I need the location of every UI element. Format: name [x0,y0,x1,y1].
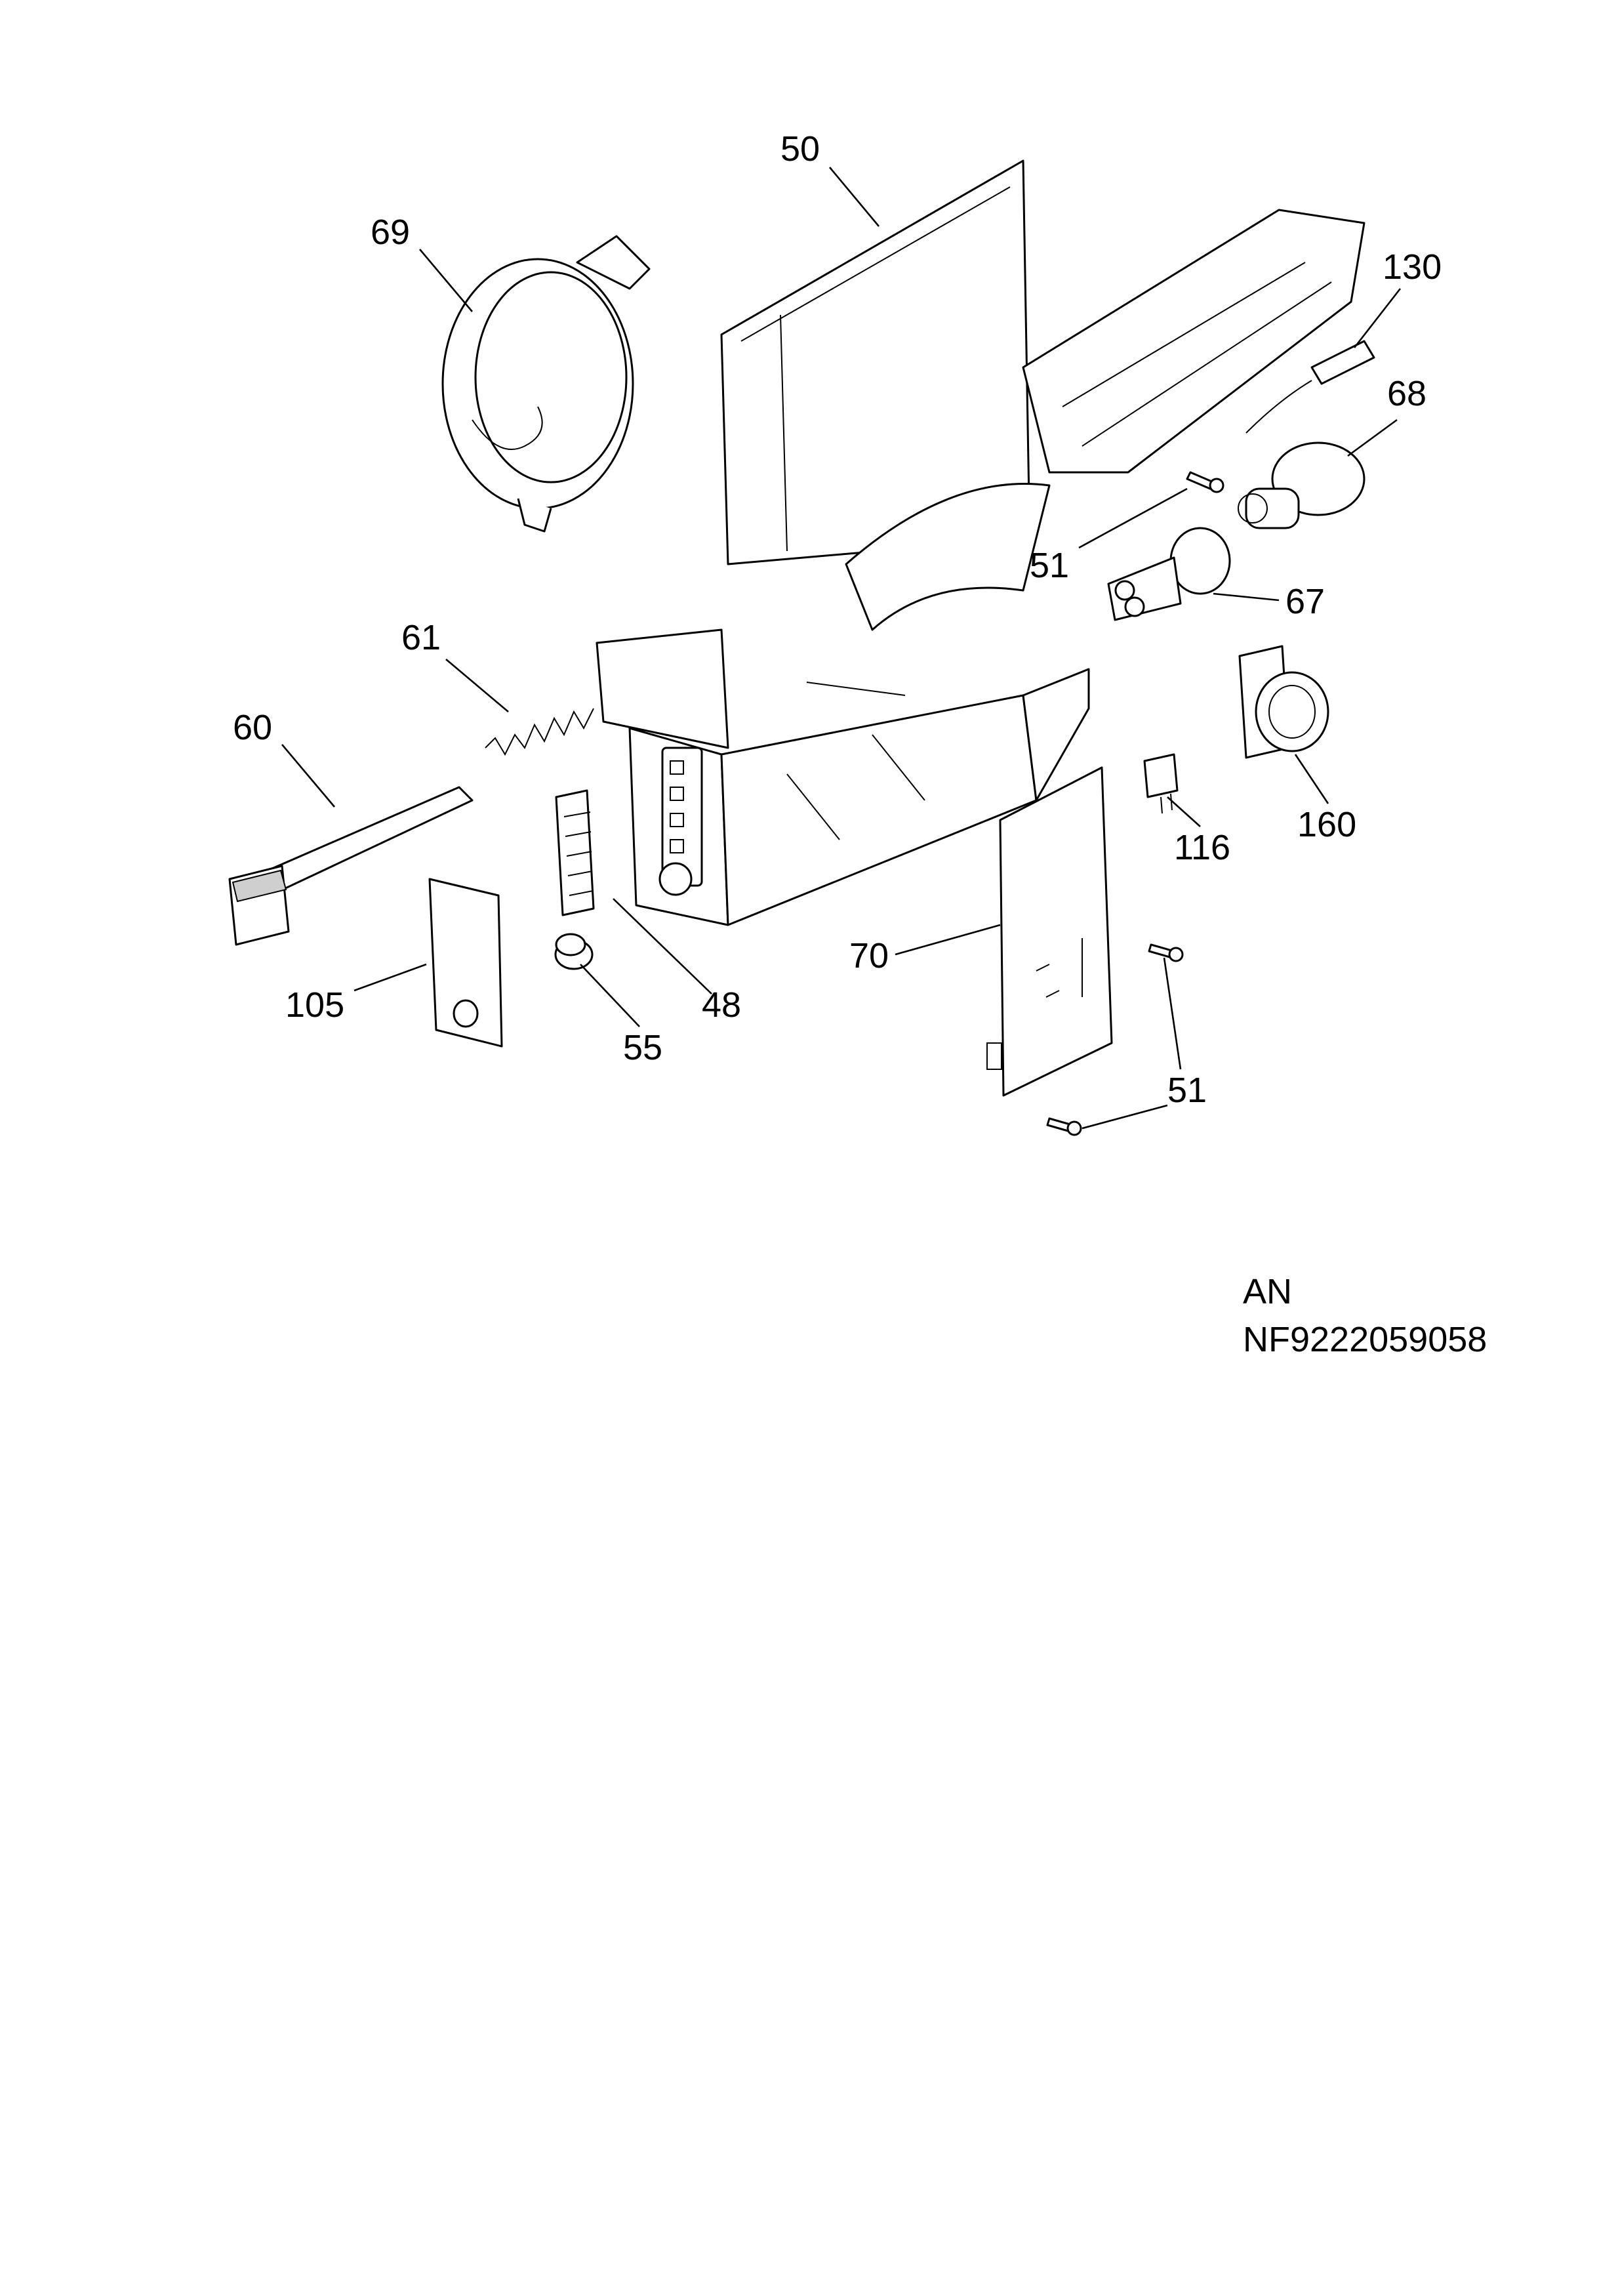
callout-105: 105 [285,985,344,1025]
callout-116: 116 [1174,828,1230,867]
drawing-code-line1: AN [1243,1272,1292,1311]
part-55-knob [554,933,594,970]
part-68-lamp [1238,441,1365,529]
callout-51-upper: 51 [1030,546,1069,585]
part-50-main-housing [596,159,1365,926]
callout-130: 130 [1383,247,1442,287]
part-69-duct-ring [441,235,651,533]
callout-51-lower: 51 [1167,1071,1207,1110]
callout-60: 60 [233,708,272,747]
part-67-lamp-socket [1107,527,1231,621]
callout-160: 160 [1297,805,1356,844]
callout-67: 67 [1285,582,1325,621]
callout-50: 50 [780,129,820,169]
callout-labels: 50 69 130 68 51 67 61 60 116 160 70 105 … [233,129,1442,1110]
part-51-screw-upper [1186,471,1224,493]
callout-55: 55 [623,1028,662,1067]
drawing-code: AN NF9222059058 [1243,1272,1487,1359]
callout-68: 68 [1387,374,1426,413]
part-60-slider [228,786,474,946]
part-160-holder [1238,645,1329,759]
part-105-label-plate [428,878,503,1048]
part-116-microswitch [1143,753,1179,814]
part-61-spring [485,708,594,756]
callout-48: 48 [702,985,741,1025]
leader-lines [281,167,1402,1130]
callout-61: 61 [401,618,441,657]
callout-69: 69 [371,213,410,252]
part-130-sensor [1245,340,1375,434]
callout-70: 70 [849,936,889,975]
part-48-button-strip [555,789,595,916]
drawing-code-line2: NF9222059058 [1243,1320,1487,1359]
part-70-pcb [986,766,1113,1097]
part-51-screw-lower [1046,943,1184,1136]
